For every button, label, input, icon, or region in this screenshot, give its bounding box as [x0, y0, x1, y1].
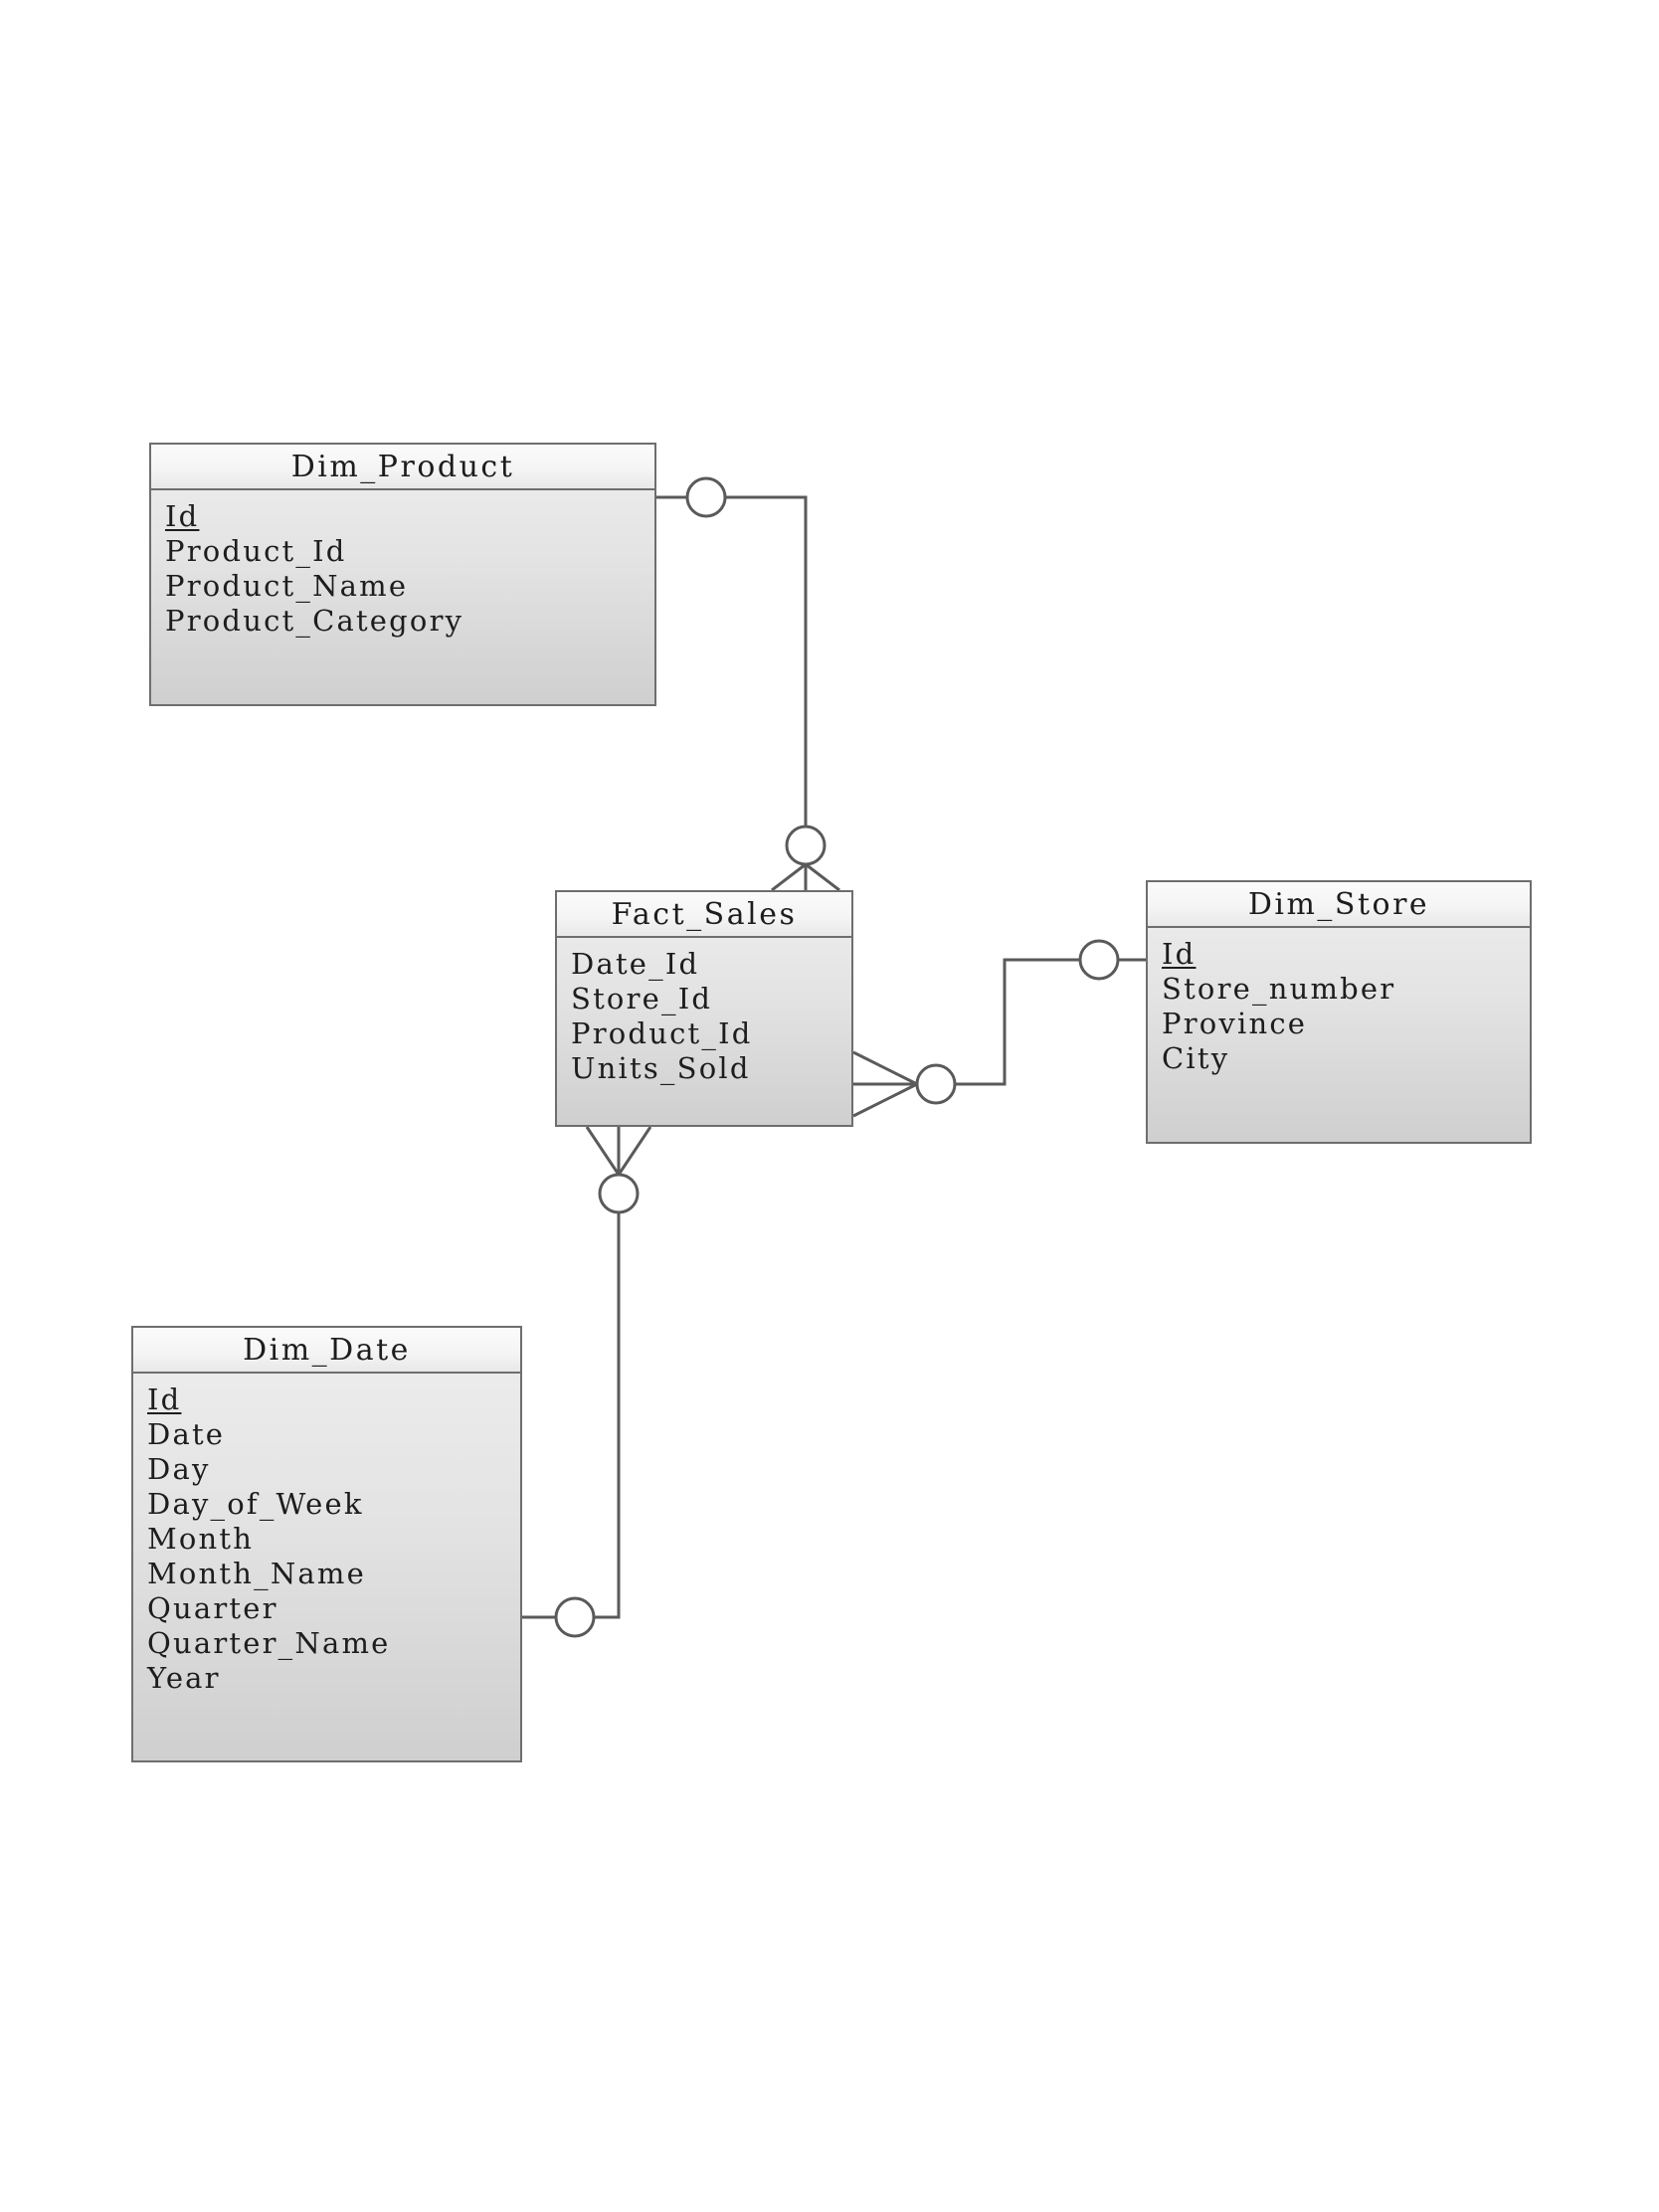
attribute-row: Province	[1162, 1007, 1308, 1040]
cardinality-zero-circle-sales-right	[915, 1063, 957, 1105]
attribute-row: Year	[147, 1661, 221, 1695]
attribute-row: Quarter	[147, 1591, 278, 1625]
connector-sales-to-date	[522, 1126, 652, 1638]
connector-sales-to-store	[852, 939, 1146, 1118]
attribute-row: Date	[147, 1417, 226, 1451]
attribute-row: Product_Id	[571, 1016, 753, 1050]
attribute-row: Quarter_Name	[147, 1626, 391, 1660]
attribute-row: Product_Category	[165, 604, 464, 638]
cardinality-zero-circle-sales-bottom	[598, 1173, 640, 1214]
attribute-row: Id	[1162, 937, 1197, 971]
entity-attributes-dim-product: Id Product_Id Product_Name Product_Categ…	[151, 490, 654, 646]
attribute-row: City	[1162, 1041, 1230, 1075]
cardinality-zero-circle-sales-top	[785, 825, 827, 866]
attribute-row: Id	[147, 1382, 182, 1416]
entity-attributes-fact-sales: Date_Id Store_Id Product_Id Units_Sold	[557, 938, 851, 1094]
attribute-row: Month	[147, 1522, 255, 1556]
attribute-row: Product_Name	[165, 569, 409, 603]
attribute-row: Date_Id	[571, 947, 700, 981]
entity-attributes-dim-date: Id Date Day Day_of_Week Month Month_Name…	[133, 1374, 520, 1704]
entity-attributes-dim-store: Id Store_number Province City	[1148, 928, 1530, 1084]
cardinality-zero-circle-product	[685, 476, 727, 518]
entity-dim-store[interactable]: Dim_Store Id Store_number Province City	[1146, 880, 1532, 1144]
entity-title-dim-product: Dim_Product	[151, 445, 654, 490]
entity-dim-date[interactable]: Dim_Date Id Date Day Day_of_Week Month M…	[131, 1326, 522, 1762]
attribute-row: Product_Id	[165, 534, 347, 568]
cardinality-zero-circle-store	[1078, 939, 1120, 981]
attribute-row: Id	[165, 499, 200, 533]
attribute-row: Day_of_Week	[147, 1487, 364, 1521]
attribute-row: Day	[147, 1452, 211, 1486]
entity-dim-product[interactable]: Dim_Product Id Product_Id Product_Name P…	[149, 443, 656, 706]
entity-title-fact-sales: Fact_Sales	[557, 892, 851, 938]
entity-title-dim-store: Dim_Store	[1148, 882, 1530, 928]
attribute-row: Units_Sold	[571, 1051, 751, 1085]
entity-title-dim-date: Dim_Date	[133, 1328, 520, 1374]
attribute-row: Month_Name	[147, 1557, 366, 1590]
entity-fact-sales[interactable]: Fact_Sales Date_Id Store_Id Product_Id U…	[555, 890, 853, 1127]
attribute-row: Store_Id	[571, 982, 713, 1015]
attribute-row: Store_number	[1162, 972, 1396, 1006]
connector-product-to-sales	[656, 476, 840, 892]
cardinality-zero-circle-date	[554, 1596, 596, 1638]
